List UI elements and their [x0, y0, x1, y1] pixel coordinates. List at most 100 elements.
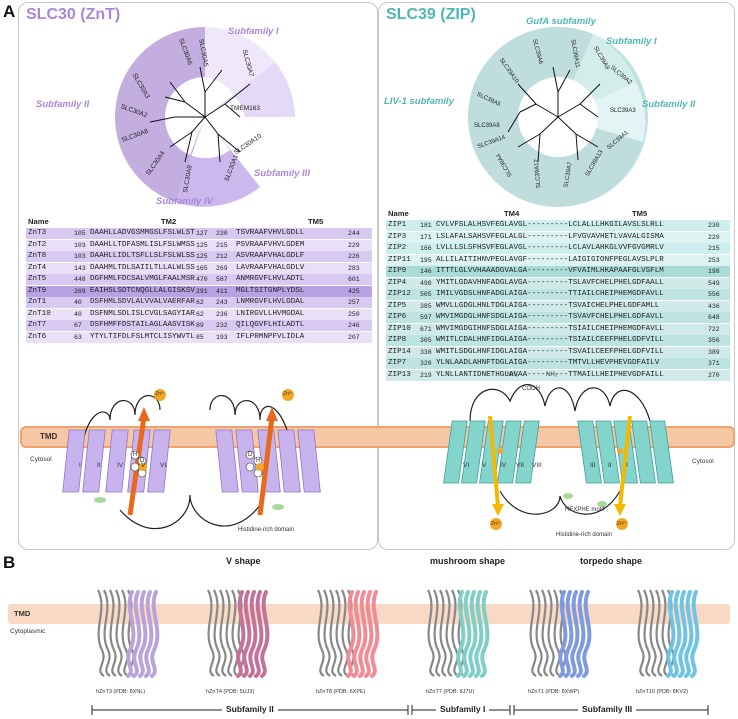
znt-site-d2: D: [248, 452, 252, 458]
structure-label: hZnT4 (PDB: 5UJ3): [206, 689, 254, 695]
znt-seq-cell: 125: [196, 240, 208, 251]
zip-seq-cell: 215: [708, 243, 720, 254]
zip-name-cell: ZIP2: [388, 243, 406, 254]
zip-table-row: ZIP6597WMVIMGDGLHNFSDGLAIGA---------TSVA…: [386, 312, 730, 323]
bracket-subfamily-i: Subfamily I: [436, 704, 489, 714]
znt-name-cell: ZnT9: [28, 286, 46, 297]
znt-tm2-header: TM2: [161, 217, 176, 226]
zip-tm-vi-left: VI: [463, 462, 469, 469]
znt-seq-cell: 244: [348, 228, 360, 239]
zip-seq-cell: WMITLCDALHNFIDGLAIGA---------TSIAILCEEFP…: [436, 335, 664, 346]
zip-seq-cell: WMVIMGDGLHNFSDGLAIGA---------TSVAVFCHELP…: [436, 312, 664, 323]
zip-seq-cell: 436: [708, 301, 720, 312]
zip-seq-cell: ITTTLGLVVHAAADGVALGA---------VFVAIMLHKAP…: [436, 266, 664, 277]
zip-nh2-right: NH₂: [546, 372, 557, 378]
zip-table-row: ZIP12505IMILVGDSLHNFADGLAIGA---------TTI…: [386, 289, 730, 300]
zip-zn-right: Zn²⁺: [617, 521, 627, 527]
znt-name-header: Name: [28, 217, 49, 226]
zip-name-cell: ZIP5: [388, 301, 406, 312]
slc39-subfamily-i: Subfamily I: [606, 36, 657, 47]
ribbon-grey: [554, 590, 560, 676]
zip-tm-iii-right: III: [590, 462, 595, 469]
ribbon-grey: [104, 590, 110, 676]
zip-table-row: ZIP8305WMITLCDALHNFIDGLAIGA---------TSIA…: [386, 335, 730, 346]
zip-seq-cell: 166: [420, 243, 432, 254]
znt-seq-cell: DSFHMLSDVLALVVALVAERFAR: [90, 297, 195, 308]
znt-seq-cell: 62: [196, 297, 204, 308]
ribbon-grey: [330, 590, 336, 676]
znt-name-cell: ZnT2: [28, 240, 46, 251]
znt-seq-cell: 165: [196, 263, 208, 274]
zip-seq-cell: ALLILAITIHNVPEGLAVGF---------LAIGIGIONFP…: [436, 255, 664, 266]
slc30-subfamily-iii: Subfamily III: [254, 168, 310, 179]
zip-seq-cell: 505: [420, 289, 432, 300]
zip-name-cell: ZIP7: [388, 358, 406, 369]
structure-4: [428, 590, 487, 676]
znt-name-cell: ZnT6: [28, 332, 46, 343]
ribbon-grey: [336, 590, 342, 676]
zip-table-row: ZIP1181CVLVFSLALHSVFEGLAVGL---------LCLA…: [386, 220, 730, 231]
svg-text:SLC39A8: SLC39A8: [474, 123, 500, 129]
znt-seq-cell: 587: [216, 274, 228, 285]
znt-name-cell: ZnT3: [28, 228, 46, 239]
znt-tm-ii: II: [97, 462, 101, 469]
znt-seq-cell: 143: [74, 263, 86, 274]
znt-seq-cell: 40: [74, 309, 82, 320]
znt-tm-iv: IV: [117, 462, 123, 469]
structure-1: [98, 590, 157, 676]
znt-seq-cell: 62: [196, 309, 204, 320]
zip-seq-cell: 597: [420, 312, 432, 323]
znt-table-row: ZnT3105DAAHLLADVGSMMGSLFSLWLST127230TSVR…: [26, 228, 372, 239]
znt-seq-cell: 193: [216, 332, 228, 343]
znt-seq-cell: 470: [196, 274, 208, 285]
znt-table-row: ZnT9269EAIHSLSDTCNQGLLALGISKSV291411MGLT…: [26, 286, 372, 297]
znt-seq-cell: 236: [216, 309, 228, 320]
znt-seq-cell: DAAHLLTDFASMLISLFSLWMSS: [90, 240, 195, 251]
structure-label: hZnT1 (PDB: 8XWP): [528, 689, 579, 695]
structure-label: hZnT3 (PDB: 8XNL): [96, 689, 145, 695]
znt-seq-cell: QILQGVFLHILADTL: [236, 320, 304, 331]
ribbon-grey: [208, 590, 214, 676]
znt-tm-vi: VI: [160, 462, 166, 469]
zip-seq-cell: WMVIMGDGIHNFSDGLAIGA---------TSIAILCHEIP…: [436, 324, 664, 335]
ribbon-grey: [638, 590, 644, 676]
structure-label: hZnT8 (PDB: 6XPE): [316, 689, 366, 695]
zip-seq-cell: 270: [708, 370, 720, 381]
znt-seq-cell: DSFNMLSDLISLCVGLSAGYIAR: [90, 309, 195, 320]
zip-zn-left: Zn²⁺: [491, 521, 501, 527]
zip-seq-cell: 320: [420, 358, 432, 369]
zip-seq-cell: YMITLGDAVHNFADGLAVGA---------TSLAVFCHELP…: [436, 278, 664, 289]
znt-seq-cell: DSFHMFFDSTAILAGLAASVISK: [90, 320, 195, 331]
znt-seq-cell: YTYLTIFDLFSLMTCLISYWVTL: [90, 332, 195, 343]
znt-name-cell: ZnT10: [28, 309, 51, 320]
znt-name-cell: ZnT7: [28, 320, 46, 331]
slc30-subfamily-i: Subfamily I: [228, 26, 279, 37]
panel-a-letter: A: [3, 2, 15, 22]
shape-mushroom: mushroom shape: [430, 556, 505, 566]
znt-seq-cell: 89: [196, 320, 204, 331]
znt-site-d1: D: [140, 458, 144, 464]
zip-tm-ii-right: II: [608, 462, 612, 469]
znt-name-cell: ZnT8: [28, 251, 46, 262]
zip-name-cell: ZIP12: [388, 289, 411, 300]
zip-name-cell: ZIP13: [388, 370, 411, 381]
structure-5: [530, 590, 589, 676]
zip-tm4-header: TM4: [504, 209, 519, 218]
znt-seq-cell: 601: [348, 274, 360, 285]
znt-seq-cell: 291: [196, 286, 208, 297]
ribbon-grey: [530, 590, 536, 676]
slc39-subfamily-ii: Subfamily II: [642, 99, 695, 110]
zip-table-row: ZIP11195ALLILAITIHNVPEGLAVGF---------LAI…: [386, 255, 730, 266]
znt-seq-cell: ANMRGVFLHVLADTL: [236, 274, 304, 285]
znt-seq-cell: 105: [74, 228, 86, 239]
zip-name-cell: ZIP11: [388, 255, 411, 266]
znt-seq-cell: 230: [216, 228, 228, 239]
znt-seq-cell: DAAHMLTDLSAIILTLLALWLSS: [90, 263, 195, 274]
zip-histidine-label: Histidine-rich domain: [556, 532, 612, 538]
slc30-tree: SLC30A6 SLC30A5 SLC30A7 SLC30A3 SLC30A2 …: [100, 22, 310, 212]
slc39-tree: SLC39A11 SLC39A9 SLC39A2 SLC39A3 SLC39A1…: [458, 22, 658, 212]
znt-seq-cell: 425: [348, 286, 360, 297]
